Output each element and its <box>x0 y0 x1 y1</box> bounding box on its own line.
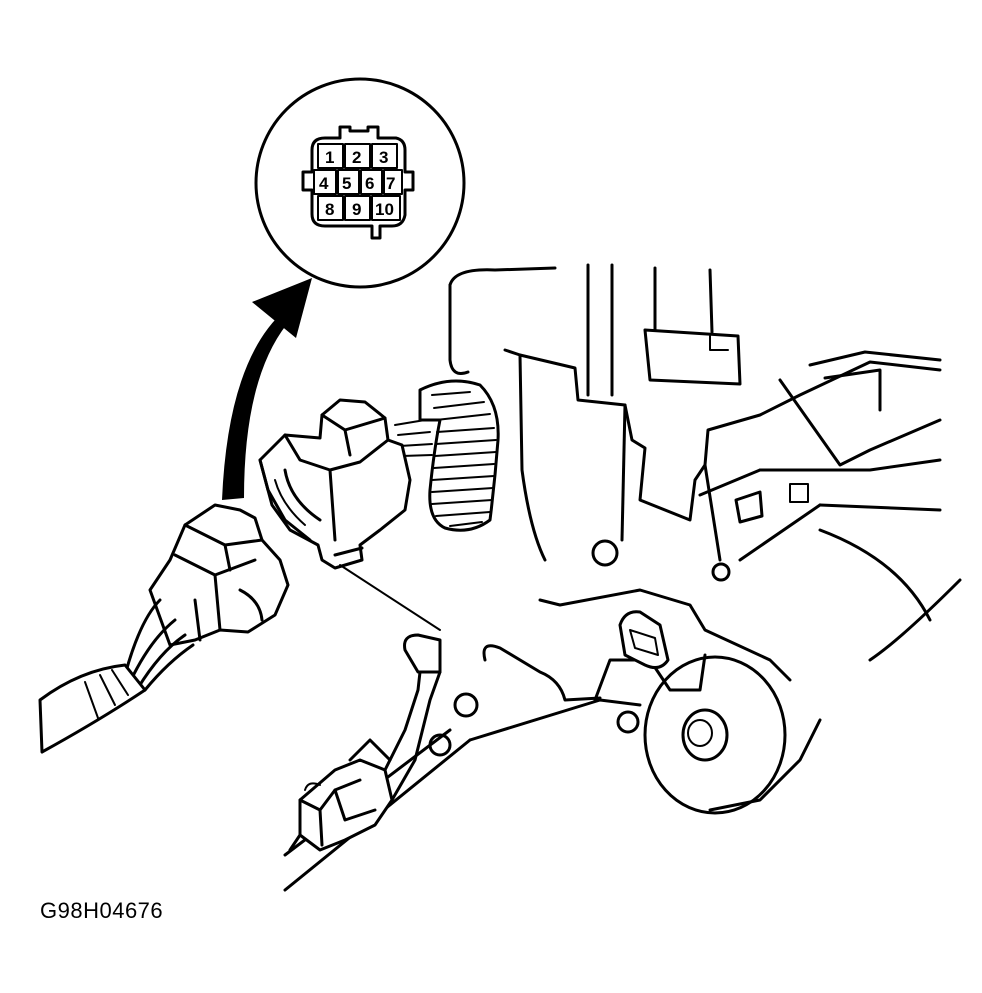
pin-8-label: 8 <box>325 200 334 219</box>
figure-code: G98H04676 <box>40 898 164 923</box>
pin-6-label: 6 <box>365 174 374 193</box>
wire-harness <box>394 379 500 532</box>
pin-1-label: 1 <box>325 148 334 167</box>
pin-2-label: 2 <box>352 148 361 167</box>
pin-5-label: 5 <box>342 174 351 193</box>
connector-face-callout: 1 2 3 4 5 6 7 8 9 10 <box>254 77 466 289</box>
pin-4-label: 4 <box>319 174 329 193</box>
pin-3-label: 3 <box>379 148 388 167</box>
pin-grid <box>313 143 403 221</box>
pin-7-label: 7 <box>386 174 395 193</box>
harness-connector-male <box>38 503 290 754</box>
pedal-bracket-assembly <box>283 263 962 892</box>
harness-connector-female <box>258 398 441 631</box>
pin-9-label: 9 <box>352 200 361 219</box>
pin-10-label: 10 <box>375 200 394 219</box>
switch-connector <box>288 670 442 852</box>
curved-arrow-icon <box>222 278 312 500</box>
